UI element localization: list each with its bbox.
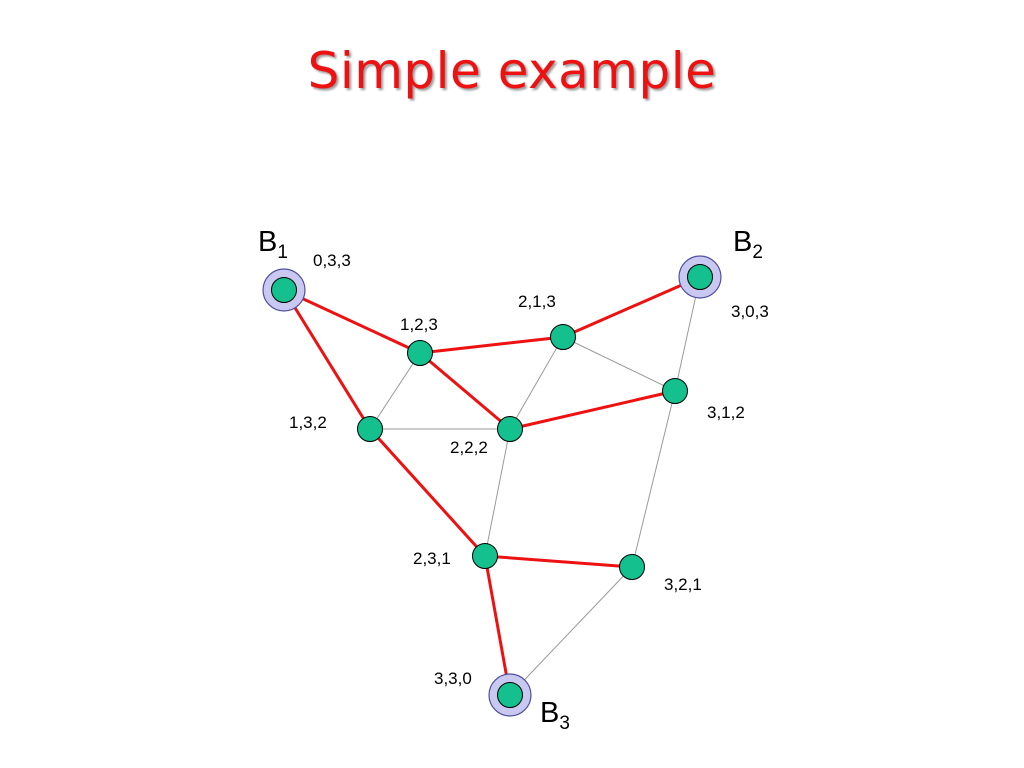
node-n123 <box>407 340 433 366</box>
graph-edge-n123-n132 <box>369 352 421 430</box>
graph-edge-n213-n222 <box>509 336 564 430</box>
special-label-base: B <box>540 697 559 729</box>
node-label-n222: 2,2,2 <box>450 438 488 457</box>
node-n213 <box>550 324 576 350</box>
special-label-subscript: 1 <box>277 242 288 263</box>
graph-edges <box>369 276 701 696</box>
path-edge-n231-n321 <box>483 554 634 569</box>
path-edge-n033-n123 <box>282 288 422 355</box>
node-label-n033: 0,3,3 <box>313 251 351 270</box>
graph-edge-n213-n312 <box>562 336 676 392</box>
node-n303 <box>687 264 713 290</box>
path-edge-n033-n132 <box>282 288 372 431</box>
graph-edge-n222-n231 <box>484 428 511 557</box>
path-edge-n132-n231 <box>368 427 487 558</box>
node-n132 <box>357 416 383 442</box>
path-edge-n123-n213 <box>418 335 565 355</box>
special-label-n330: B3 <box>540 697 570 734</box>
path-edge-n231-n330 <box>483 554 512 697</box>
node-label-n321: 3,2,1 <box>664 575 702 594</box>
special-label-subscript: 2 <box>752 242 763 263</box>
path-edge-n213-n303 <box>561 275 702 339</box>
slide-title: Simple example <box>307 42 717 100</box>
node-label-n213: 2,1,3 <box>518 292 556 311</box>
node-label-n303: 3,0,3 <box>731 302 769 321</box>
special-label-subscript: 3 <box>559 713 570 734</box>
special-label-base: B <box>733 226 752 258</box>
node-label-n330: 3,3,0 <box>434 669 472 688</box>
node-label-n123: 1,2,3 <box>400 315 438 334</box>
path-edge-n123-n222 <box>418 351 512 431</box>
special-label-base: B <box>258 226 277 258</box>
graph-edge-n312-n321 <box>631 390 676 568</box>
node-label-n132: 1,3,2 <box>289 413 327 432</box>
node-n312 <box>662 378 688 404</box>
node-n033 <box>271 277 297 303</box>
node-label-n312: 3,1,2 <box>707 403 745 422</box>
node-labels: 0,3,3B13,0,3B23,3,0B31,2,32,1,31,3,22,2,… <box>258 226 769 734</box>
path-edge-n222-n312 <box>508 389 677 431</box>
graph-nodes <box>262 255 722 717</box>
node-n222 <box>497 416 523 442</box>
node-n330 <box>497 682 523 708</box>
special-label-n303: B2 <box>733 226 763 263</box>
path-edges <box>282 275 702 697</box>
node-n231 <box>472 543 498 569</box>
node-n321 <box>619 554 645 580</box>
graph-edge-n321-n330 <box>509 566 633 696</box>
special-label-n033: B1 <box>258 226 288 263</box>
node-label-n231: 2,3,1 <box>413 549 451 568</box>
